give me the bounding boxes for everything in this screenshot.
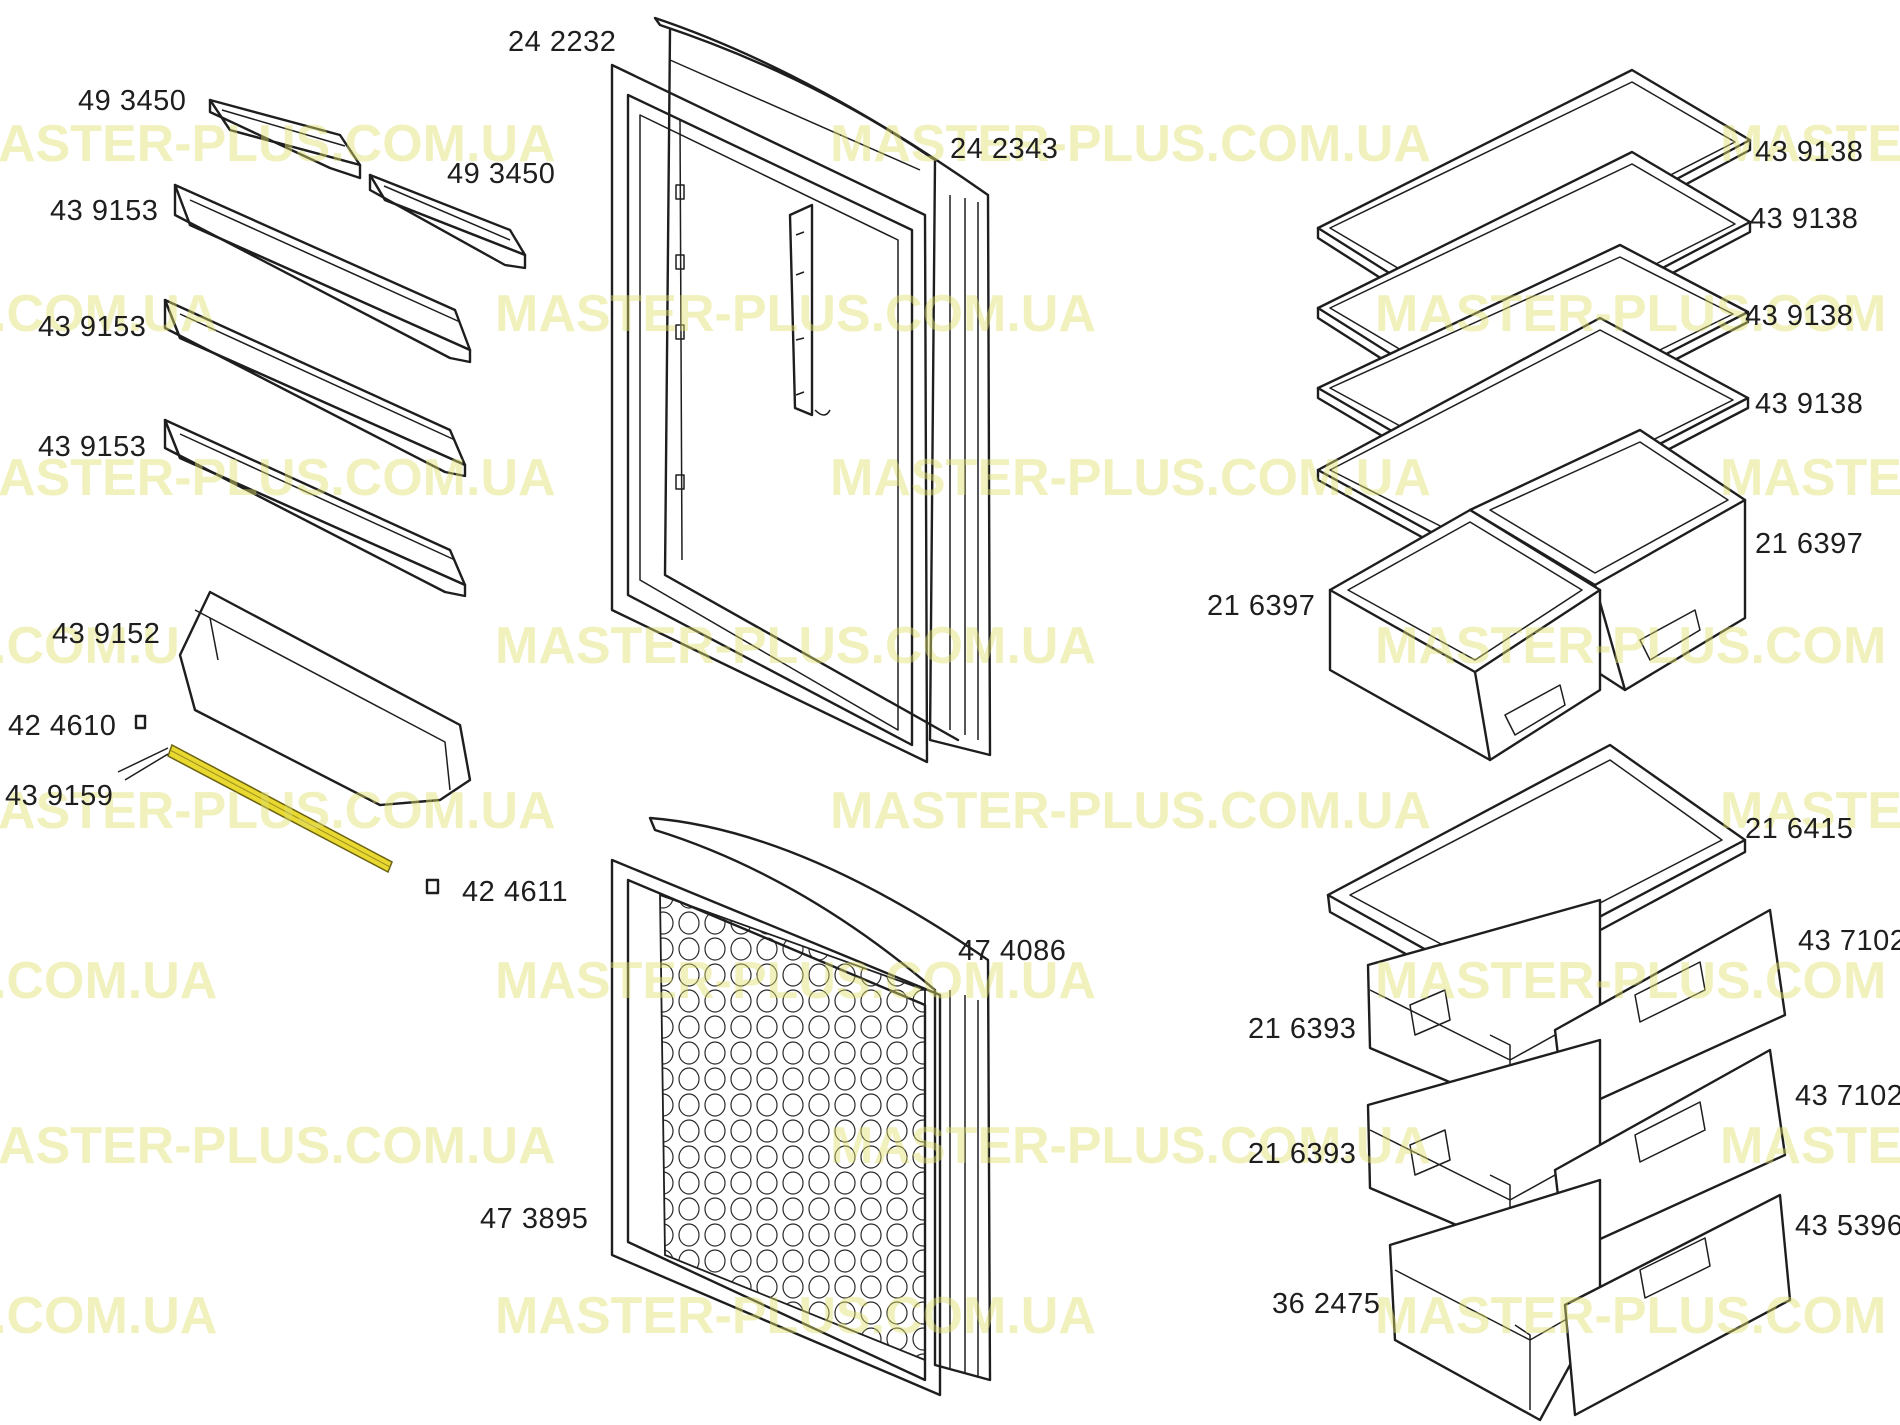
watermark: .COM.UA (0, 1287, 218, 1345)
door-bin-2 (163, 298, 467, 478)
part-label-lower-door-seal: 47 3895 (480, 1203, 589, 1235)
part-label-upper-door-seal: 24 2232 (508, 26, 617, 58)
watermark: MASTER-PLUS.COM.UA (495, 617, 1096, 675)
part-label-freezer-drawer-1: 21 6393 (1248, 1013, 1357, 1045)
watermark: MASTE (1720, 1117, 1900, 1175)
part-label-glass-shelf-4: 43 9138 (1755, 388, 1864, 420)
watermark: ASTER-PLUS.COM.UA (0, 115, 556, 173)
part-label-freezer-shelf: 21 6415 (1745, 813, 1854, 845)
watermark: .COM.UA (0, 285, 218, 343)
door-bin-small-b (368, 173, 527, 270)
watermark: MASTER-PLUS.COM.UA (830, 1117, 1431, 1175)
part-label-upper-door: 24 2343 (950, 133, 1059, 165)
watermark: MASTER-PLUS.COM (1375, 952, 1887, 1010)
watermark: ASTER-PLUS.COM.UA (0, 1117, 556, 1175)
watermark: MASTER-PLUS.COM.UA (830, 449, 1431, 507)
part-label-glass-shelf-2: 43 9138 (1750, 203, 1859, 235)
lower-door-seal (610, 858, 942, 1397)
watermark: MASTER-PLUS.COM.UA (495, 285, 1096, 343)
lower-door (648, 816, 992, 1382)
watermark: MASTER-PLUS.COM.UA (495, 1287, 1096, 1345)
watermark: .COM.U (0, 617, 180, 675)
watermark: MASTER-PLUS.COM (1375, 1287, 1887, 1345)
part-label-door-bin-1: 43 9153 (50, 195, 159, 227)
upper-door (653, 16, 992, 757)
bar-clip-left (134, 714, 147, 730)
part-label-door-bin-small-a: 49 3450 (78, 85, 187, 117)
watermark: ASTER-PLUS.COM.UA (0, 449, 556, 507)
watermark: MASTER-PLUS.COM.UA (830, 115, 1431, 173)
part-label-bar-clip-right: 42 4611 (462, 876, 569, 908)
watermark: MASTE (1720, 782, 1900, 840)
watermark: ASTER-PLUS.COM.UA (0, 782, 556, 840)
part-label-crisper-right: 21 6397 (1755, 528, 1864, 560)
part-label-freezer-drawer-3: 36 2475 (1272, 1288, 1381, 1320)
part-label-bar-clip-left: 42 4610 (8, 710, 117, 742)
door-inner-trim (675, 119, 831, 561)
watermark: .COM.UA (0, 952, 218, 1010)
bottle-bar (117, 743, 393, 874)
part-label-drawer-front-3: 43 5396 (1795, 1210, 1900, 1242)
part-label-drawer-front-1: 43 7102 (1798, 925, 1900, 957)
watermark: MASTE (1720, 115, 1900, 173)
door-bin-small-a (208, 98, 362, 180)
part-label-drawer-front-2: 43 7102 (1795, 1080, 1900, 1112)
part-label-bottle-bin: 43 9152 (52, 618, 161, 650)
watermark: MASTE (1720, 449, 1900, 507)
watermark: MASTER-PLUS.COM.UA (830, 782, 1431, 840)
bar-clip-right (425, 878, 440, 895)
watermark: MASTER-PLUS.COM (1375, 285, 1887, 343)
part-label-door-bin-2: 43 9153 (38, 311, 147, 343)
part-label-crisper-left: 21 6397 (1207, 590, 1316, 622)
bottle-bin (178, 590, 472, 807)
drawer-front-3 (1563, 1193, 1792, 1417)
part-label-glass-shelf-1: 43 9138 (1755, 136, 1864, 168)
door-bin-1 (173, 183, 472, 364)
part-label-door-bin-small-b: 49 3450 (447, 158, 556, 190)
part-label-freezer-drawer-2: 21 6393 (1248, 1138, 1357, 1170)
watermark: MASTER-PLUS.COM (1375, 617, 1887, 675)
door-bin-3 (163, 418, 467, 598)
part-label-lower-door: 47 4086 (958, 935, 1067, 967)
watermark: MASTER-PLUS.COM.UA (495, 952, 1096, 1010)
part-label-door-bin-3: 43 9153 (38, 431, 147, 463)
part-label-glass-shelf-3: 43 9138 (1745, 300, 1854, 332)
glass-shelf-4 (1316, 316, 1750, 560)
crisper-left (1328, 508, 1602, 762)
part-label-bottle-bar: 43 9159 (5, 780, 114, 812)
upper-door-seal (610, 63, 929, 764)
